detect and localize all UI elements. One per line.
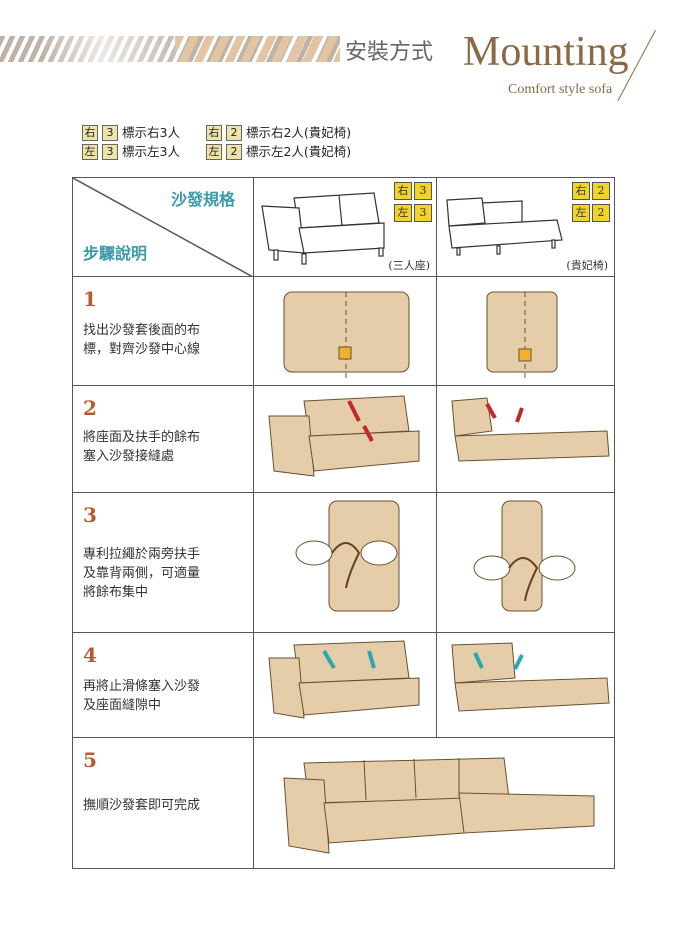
step-row: 4 再將止滑條塞入沙發 及座面縫隙中 (72, 632, 615, 738)
tag-right: 右 (572, 182, 590, 200)
legend-tag: 2 (225, 143, 242, 160)
chaise-sofa-outline (446, 197, 563, 256)
sofa-back-label-illustration (283, 291, 410, 382)
step-text: 將座面及扶手的餘布 塞入沙發接縫處 (83, 430, 201, 464)
legend-label: 標示右2人(貴妃椅) (245, 125, 352, 140)
legend-tag: 右 (82, 124, 98, 141)
step-5-cell: 5 撫順沙發套即可完成 (72, 737, 254, 869)
three-seat-caption: (三人座) (388, 259, 430, 272)
tuck-fabric-illustration (268, 395, 420, 477)
legend-label: 標示左3人 (122, 144, 180, 159)
subtitle: Comfort style sofa (508, 82, 613, 97)
step-number: 1 (83, 287, 97, 311)
diagonal-line (73, 178, 253, 277)
step-1-cell: 1 找出沙發套後面的布 標，對齊沙發中心線 (72, 276, 254, 386)
tag-count: 2 (592, 182, 610, 200)
three-seat-sofa-outline (261, 192, 385, 265)
legend-label: 標示右3人 (122, 125, 180, 140)
legend-tag: 3 (102, 143, 118, 160)
step-text: 再將止滑條塞入沙發 及座面縫隙中 (83, 679, 201, 713)
legend-label: 標示左2人(貴妃椅) (245, 144, 352, 159)
tag-count: 3 (414, 182, 432, 200)
tag-left: 左 (394, 204, 412, 222)
insert-strip-chaise-illustration (451, 642, 610, 712)
step-text: 專利拉繩於兩旁扶手 及靠背兩側，可適量 將餘布集中 (83, 547, 201, 600)
tag-right: 右 (394, 182, 412, 200)
step-number: 4 (83, 643, 97, 667)
step-3-cell: 3 專利拉繩於兩旁扶手 及靠背兩側，可適量 將餘布集中 (72, 492, 254, 633)
legend-tag: 2 (225, 124, 242, 141)
legend-tag: 左 (82, 143, 98, 160)
header-spec-label: 沙發規格 (170, 190, 235, 209)
legend-tag: 3 (102, 124, 118, 141)
step-number: 3 (83, 503, 97, 527)
step-5-finished-image (253, 737, 615, 869)
step-row: 3 專利拉繩於兩旁扶手 及靠背兩側，可適量 將餘布集中 (72, 492, 615, 633)
step-4-cell: 4 再將止滑條塞入沙發 及座面縫隙中 (72, 632, 254, 738)
finished-sectional-sofa-illustration (283, 757, 595, 854)
chaise-caption: (貴妃椅) (566, 259, 608, 272)
step-2-three-seat-image (253, 385, 437, 493)
step-row: 2 將座面及扶手的餘布 塞入沙發接縫處 (72, 385, 615, 493)
step-number: 2 (83, 396, 97, 420)
legend-tag: 左 (205, 143, 222, 160)
tie-strings-chaise-illustration (473, 500, 576, 612)
step-2-cell: 2 將座面及扶手的餘布 塞入沙發接縫處 (72, 385, 254, 493)
step-2-chaise-image (436, 385, 615, 493)
step-text: 找出沙發套後面的布 標，對齊沙發中心線 (83, 323, 201, 357)
step-4-three-seat-image (253, 632, 437, 738)
step-text: 撫順沙發套即可完成 (83, 798, 201, 813)
legend-tag: 右 (205, 124, 222, 141)
legend-row: 左 3 標示左3人 左 2 標示左2人(貴妃椅) (82, 142, 351, 161)
insert-strip-illustration (268, 640, 420, 719)
decorative-stripes-accent (175, 36, 340, 62)
chaise-back-label-illustration (486, 291, 558, 382)
step-row: 1 找出沙發套後面的布 標，對齊沙發中心線 (72, 276, 615, 386)
header-corner-cell: 沙發規格 步驟說明 (72, 177, 254, 277)
tag-count: 2 (592, 204, 610, 222)
step-4-chaise-image (436, 632, 615, 738)
legend: 右 3 標示右3人 右 2 標示右2人(貴妃椅) 左 3 標示左3人 左 2 標… (82, 123, 351, 161)
step-number: 5 (83, 748, 97, 772)
tie-strings-illustration (295, 500, 400, 612)
header-step-label: 步驟說明 (83, 244, 148, 263)
title-chinese: 安裝方式 (345, 40, 434, 65)
step-3-three-seat-image (253, 492, 437, 633)
title-english: Mounting (463, 29, 629, 75)
legend-row: 右 3 標示右3人 右 2 標示右2人(貴妃椅) (82, 123, 351, 142)
tuck-fabric-chaise-illustration (451, 397, 610, 462)
step-3-chaise-image (436, 492, 615, 633)
step-1-three-seat-image (253, 276, 437, 386)
tag-left: 左 (572, 204, 590, 222)
tag-count: 3 (414, 204, 432, 222)
step-1-chaise-image (436, 276, 615, 386)
step-row: 5 撫順沙發套即可完成 (72, 737, 615, 869)
